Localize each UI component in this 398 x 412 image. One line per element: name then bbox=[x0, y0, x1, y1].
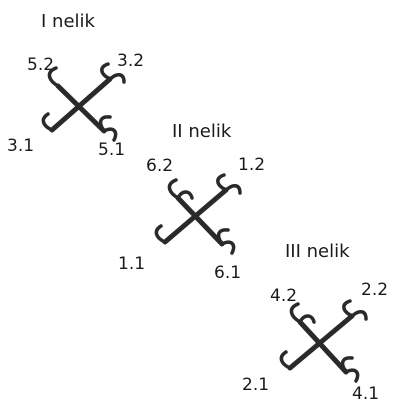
group-2-title: II nelik bbox=[172, 121, 232, 142]
group-1-cross bbox=[41, 62, 126, 142]
group-2-label-bottom-right: 6.1 bbox=[214, 263, 241, 283]
quartet-group-2: II nelik 6.2 1.2 1.1 6.1 bbox=[118, 121, 265, 283]
group-1-label-bottom-left: 3.1 bbox=[7, 136, 34, 156]
group-1-label-top-left: 5.2 bbox=[27, 55, 54, 75]
group-3-label-top-right: 2.2 bbox=[361, 280, 388, 300]
quartet-group-1: I nelik 5.2 3.2 3.1 5.1 bbox=[7, 11, 144, 160]
group-2-cross bbox=[154, 173, 242, 255]
group-1-arm-main bbox=[49, 76, 113, 133]
group-1-arm-cross bbox=[55, 83, 107, 134]
quartet-group-3: III nelik 4.2 2.2 2.1 4.1 bbox=[242, 241, 388, 404]
group-3-hook-top-right bbox=[342, 299, 368, 321]
group-1-hook-bottom-left bbox=[41, 112, 54, 132]
group-2-hook-bottom-right bbox=[216, 228, 236, 255]
group-1-hook-top-left bbox=[47, 66, 60, 88]
group-1-label-top-right: 3.2 bbox=[117, 51, 144, 71]
group-3-hook-bottom-left bbox=[279, 350, 292, 370]
group-3-label-top-left: 4.2 bbox=[270, 286, 297, 306]
group-2-arm-cross bbox=[175, 195, 225, 247]
group-2-hook-top-left bbox=[167, 178, 194, 200]
group-2-hook-top-right bbox=[216, 173, 242, 195]
group-1-title: I nelik bbox=[41, 11, 96, 32]
group-3-arm-cross bbox=[297, 319, 349, 375]
group-1-hook-top-right bbox=[100, 62, 126, 84]
group-2-label-bottom-left: 1.1 bbox=[118, 254, 145, 274]
group-1-label-bottom-right: 5.1 bbox=[98, 140, 125, 160]
group-3-label-bottom-left: 2.1 bbox=[242, 375, 269, 395]
group-3-title: III nelik bbox=[285, 241, 350, 262]
group-3-hook-bottom-right bbox=[340, 356, 360, 383]
group-2-label-top-left: 6.2 bbox=[146, 156, 173, 176]
group-3-label-bottom-right: 4.1 bbox=[352, 384, 379, 404]
group-1-hook-bottom-right bbox=[98, 115, 118, 142]
group-2-label-top-right: 1.2 bbox=[238, 155, 265, 175]
group-2-hook-bottom-left bbox=[154, 224, 167, 244]
group-3-cross bbox=[279, 299, 368, 383]
group-3-hook-top-left bbox=[289, 302, 316, 324]
